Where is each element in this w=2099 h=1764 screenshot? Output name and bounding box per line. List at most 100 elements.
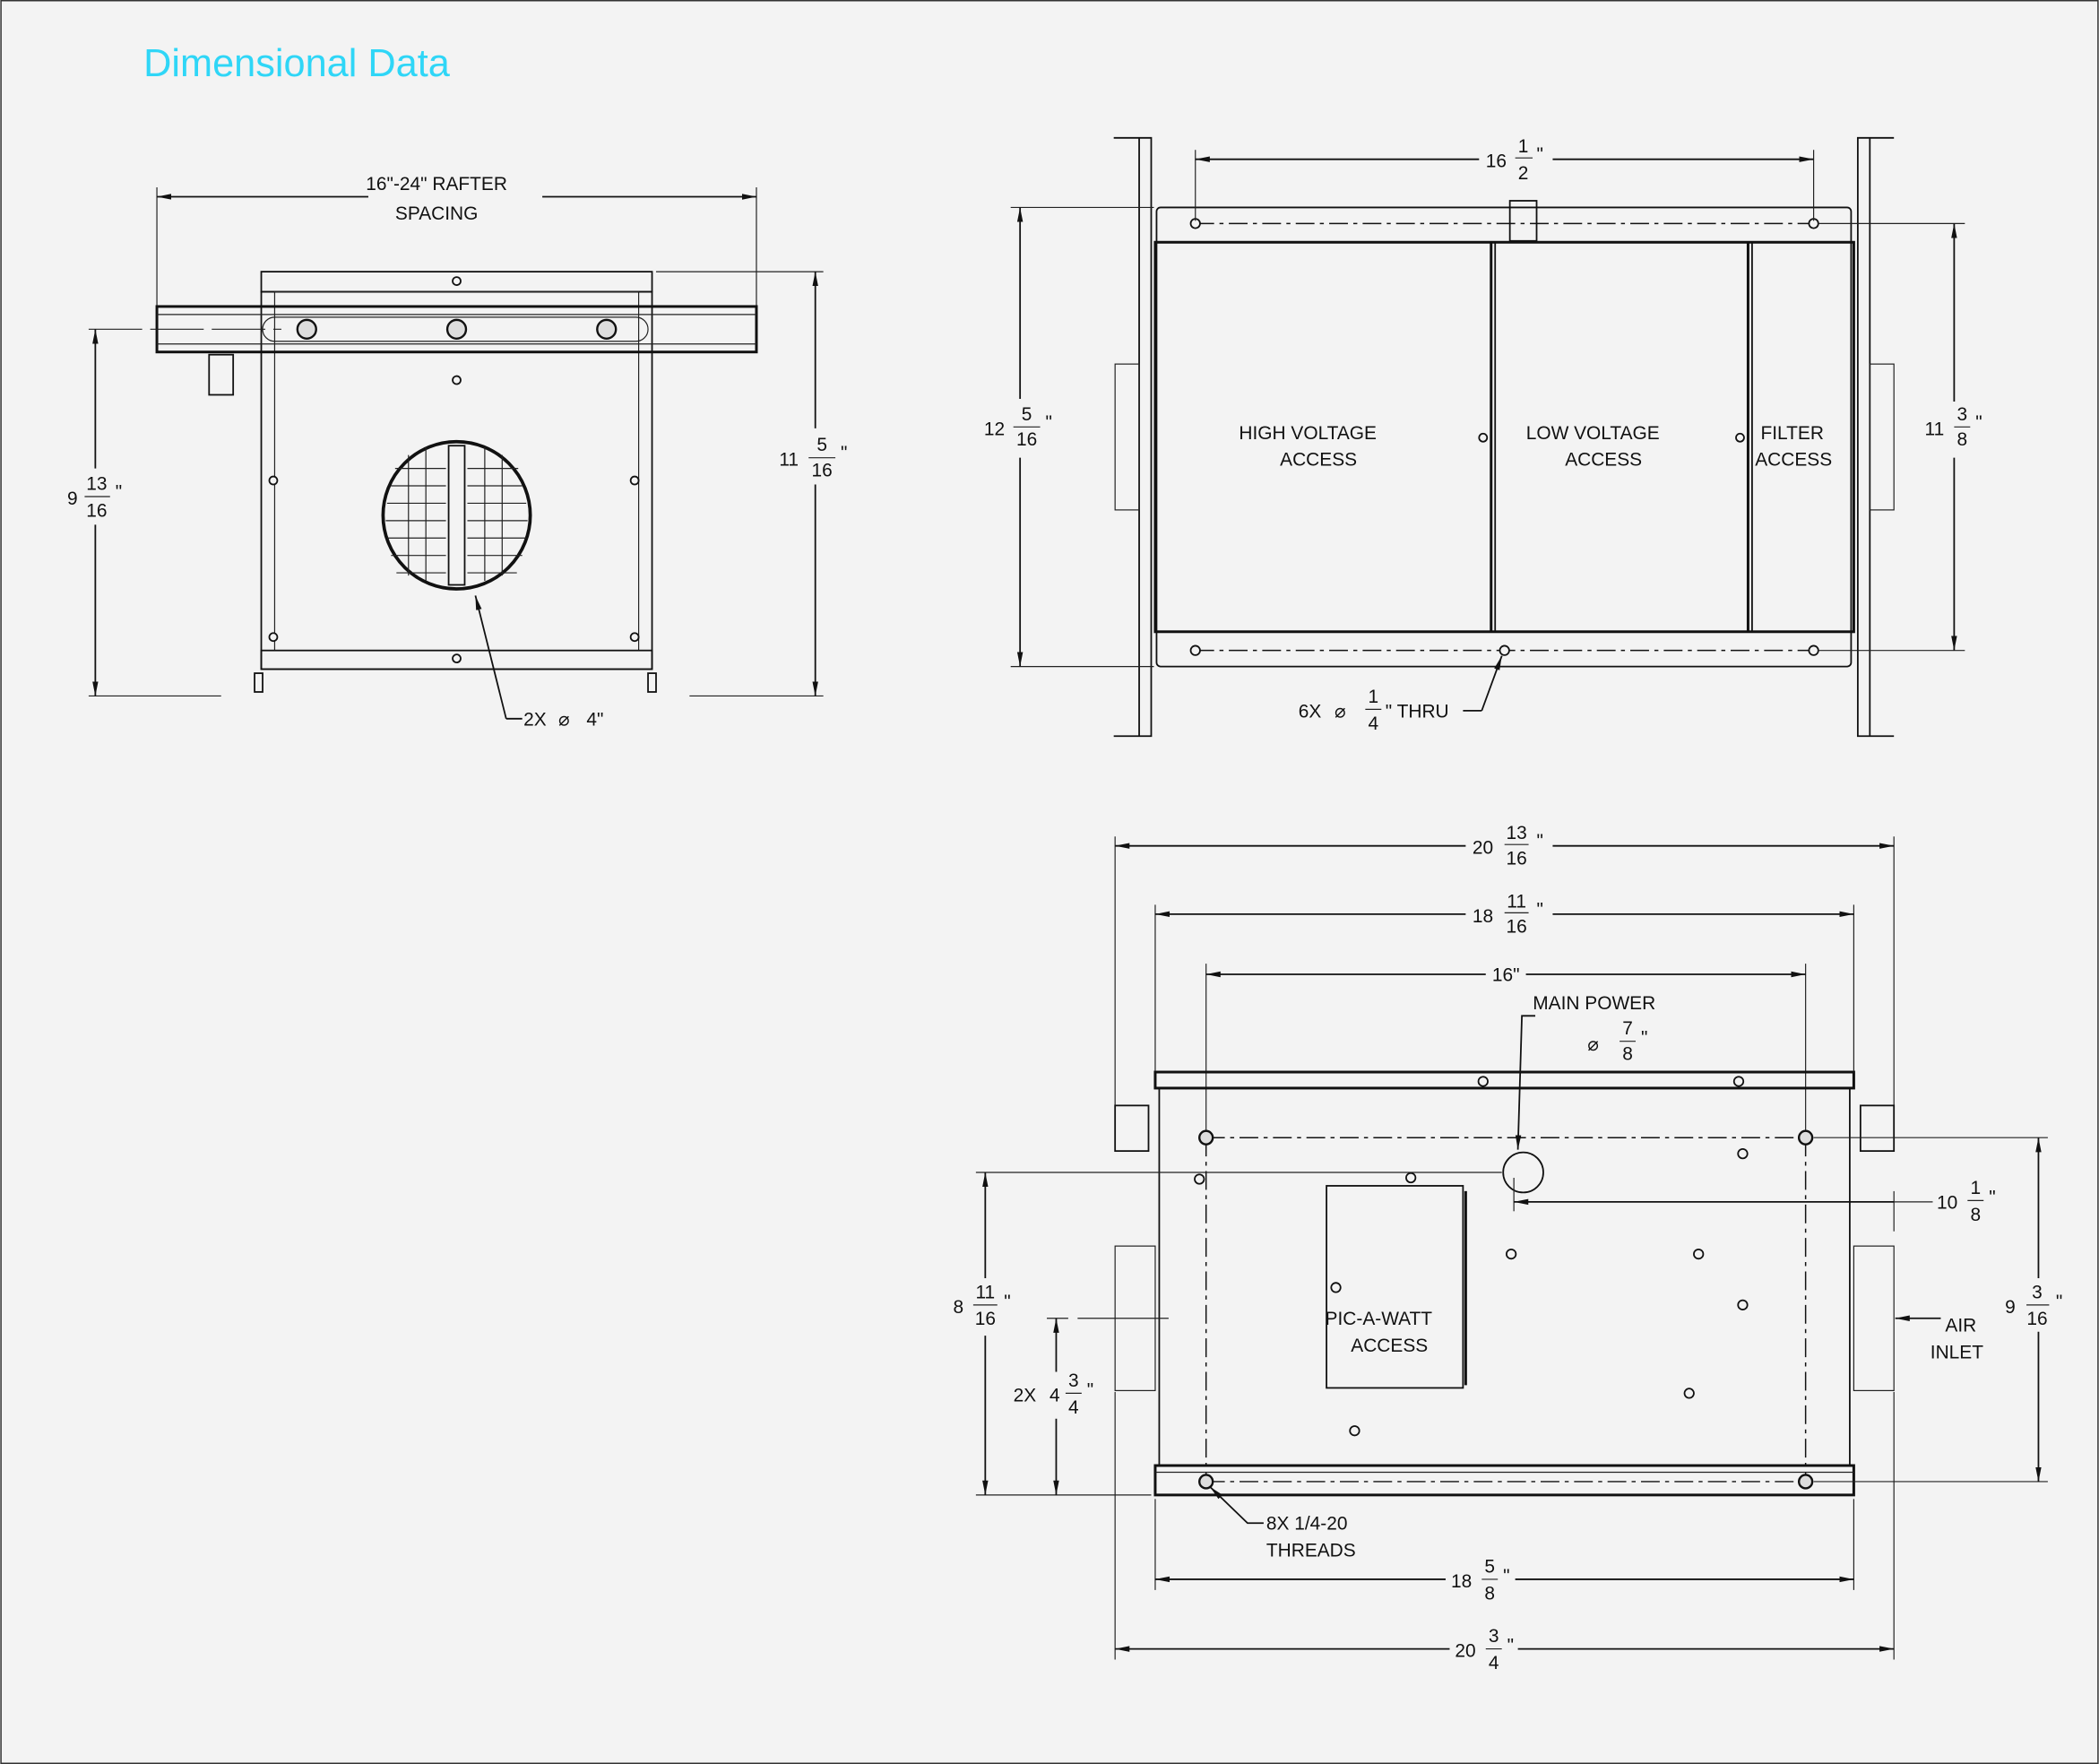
svg-text:1: 1	[1518, 136, 1529, 157]
svg-text:": "	[1004, 1292, 1010, 1312]
svg-text:20: 20	[1473, 838, 1493, 859]
svg-text:1: 1	[1970, 1178, 1981, 1198]
svg-text:5: 5	[1022, 404, 1032, 425]
dim-offset-10-1-8: 10 1 8 "	[1937, 1178, 1996, 1225]
svg-text:": "	[1641, 1028, 1647, 1049]
svg-text:18: 18	[1473, 906, 1493, 927]
svg-text:6X: 6X	[1299, 701, 1322, 722]
dim-inlet-4-3-4: 2X 4 3 4 "	[1014, 1371, 1094, 1418]
svg-text:": "	[1975, 412, 1982, 433]
rafter-spacing-label-2: SPACING	[395, 203, 478, 224]
dim-width-20-3-4: 20 3 4 "	[1455, 1626, 1514, 1673]
svg-text:13: 13	[86, 474, 107, 495]
threads-label: 8X 1/4-20	[1266, 1514, 1348, 1535]
svg-text:3: 3	[1489, 1626, 1499, 1647]
svg-text:11: 11	[779, 450, 799, 471]
dim-width-16-1-2: 16 1 2 "	[1486, 136, 1543, 184]
svg-text:9: 9	[67, 489, 78, 509]
svg-text:1: 1	[1369, 687, 1379, 707]
svg-text:⌀: ⌀	[1587, 1034, 1599, 1055]
svg-text:8: 8	[1957, 429, 1968, 450]
panel-high-voltage-access: HIGH VOLTAGE ACCESS	[1239, 423, 1377, 471]
dim-height-9-3-16: 9 3 16 "	[2005, 1282, 2062, 1329]
svg-text:": "	[116, 481, 122, 502]
dim-height-8-11-16: 8 11 16 "	[953, 1282, 1010, 1329]
svg-text:5: 5	[1484, 1556, 1495, 1577]
dim-width-20-13-16: 20 13 16 "	[1473, 823, 1543, 869]
main-power-knockout	[1502, 1151, 1544, 1194]
rafter-spacing-label: 16"-24" RAFTER	[366, 174, 507, 195]
svg-text:ACCESS: ACCESS	[1565, 450, 1642, 471]
duct-grille	[381, 439, 532, 591]
svg-text:HIGH VOLTAGE: HIGH VOLTAGE	[1239, 423, 1377, 444]
svg-text:8: 8	[1622, 1044, 1633, 1065]
dim-bolt-spacing-16: 16"	[1492, 964, 1520, 985]
air-inlet-label: AIR	[1945, 1316, 1976, 1336]
svg-text:3: 3	[2032, 1282, 2043, 1302]
svg-text:": "	[1537, 899, 1543, 920]
svg-text:16: 16	[2026, 1309, 2047, 1329]
panel-filter-access: FILTER ACCESS	[1755, 423, 1832, 471]
svg-text:16: 16	[1016, 429, 1037, 450]
pic-a-watt-label-2: ACCESS	[1351, 1336, 1428, 1356]
svg-text:": "	[1503, 1566, 1509, 1587]
dim-height-12-5-16: 12 5 16 "	[984, 404, 1052, 450]
svg-text:4: 4	[1369, 713, 1379, 734]
svg-text:": "	[1087, 1379, 1093, 1400]
svg-text:2: 2	[1518, 163, 1529, 184]
svg-text:7: 7	[1622, 1018, 1633, 1039]
svg-text:" THRU: " THRU	[1386, 701, 1449, 722]
main-power-label: MAIN POWER	[1533, 993, 1655, 1014]
svg-text:4: 4	[1050, 1385, 1060, 1405]
pic-a-watt-label: PIC-A-WATT	[1326, 1309, 1433, 1329]
dim-height-9-13-16: 9 13 16 "	[67, 474, 122, 522]
duct-count-label: 2X	[523, 709, 547, 730]
mounting-holes-label: 6X ⌀ 1 4 " THRU	[1299, 687, 1449, 734]
svg-text:13: 13	[1506, 823, 1526, 843]
main-power-diameter: ⌀ 7 8 "	[1587, 1018, 1647, 1064]
svg-text:8: 8	[953, 1297, 963, 1318]
svg-text:": "	[1989, 1187, 1995, 1207]
svg-text:8: 8	[1484, 1583, 1495, 1604]
svg-text:16: 16	[975, 1309, 996, 1329]
svg-text:16: 16	[1506, 849, 1526, 869]
svg-text:3: 3	[1957, 404, 1968, 425]
svg-text:FILTER: FILTER	[1760, 423, 1823, 444]
svg-text:9: 9	[2005, 1297, 2016, 1318]
svg-text:": "	[1537, 144, 1543, 165]
svg-text:": "	[1046, 412, 1052, 433]
svg-text:11: 11	[975, 1282, 995, 1302]
svg-text:20: 20	[1455, 1641, 1475, 1662]
svg-text:": "	[2056, 1292, 2062, 1312]
pic-a-watt-panel	[1326, 1185, 1464, 1389]
svg-text:⌀: ⌀	[1335, 701, 1346, 722]
panel-low-voltage-access: LOW VOLTAGE ACCESS	[1526, 423, 1660, 471]
duct-size-label: 4"	[586, 709, 603, 730]
svg-text:16: 16	[812, 461, 833, 481]
svg-text:4: 4	[1489, 1653, 1499, 1673]
dim-width-18-5-8: 18 5 8 "	[1451, 1556, 1510, 1604]
svg-text:16: 16	[1506, 917, 1526, 938]
svg-text:11: 11	[1925, 419, 1945, 439]
air-inlet-label-2: INLET	[1931, 1343, 1983, 1363]
svg-text:": "	[1537, 831, 1543, 852]
dim-height-11-5-16: 11 5 16 "	[779, 435, 847, 480]
dim-height-11-3-8: 11 3 8 "	[1925, 404, 1982, 450]
diameter-symbol: ⌀	[558, 709, 570, 730]
svg-text:2X: 2X	[1014, 1385, 1037, 1405]
svg-text:8: 8	[1970, 1205, 1981, 1225]
svg-text:": "	[1507, 1636, 1514, 1656]
threads-label-2: THREADS	[1266, 1541, 1356, 1561]
svg-text:3: 3	[1068, 1371, 1079, 1391]
front-view: 20 13 16 " 18 11 16 " 16" MAIN POWER ⌀ 7…	[953, 823, 2062, 1673]
svg-text:11: 11	[1507, 891, 1526, 912]
svg-text:ACCESS: ACCESS	[1755, 450, 1832, 471]
svg-text:LOW VOLTAGE: LOW VOLTAGE	[1526, 423, 1660, 444]
dim-width-18-11-16: 18 11 16 "	[1473, 891, 1543, 937]
svg-text:10: 10	[1937, 1192, 1957, 1213]
svg-text:12: 12	[984, 419, 1005, 439]
svg-text:ACCESS: ACCESS	[1280, 450, 1357, 471]
page-title: Dimensional Data	[143, 42, 451, 85]
